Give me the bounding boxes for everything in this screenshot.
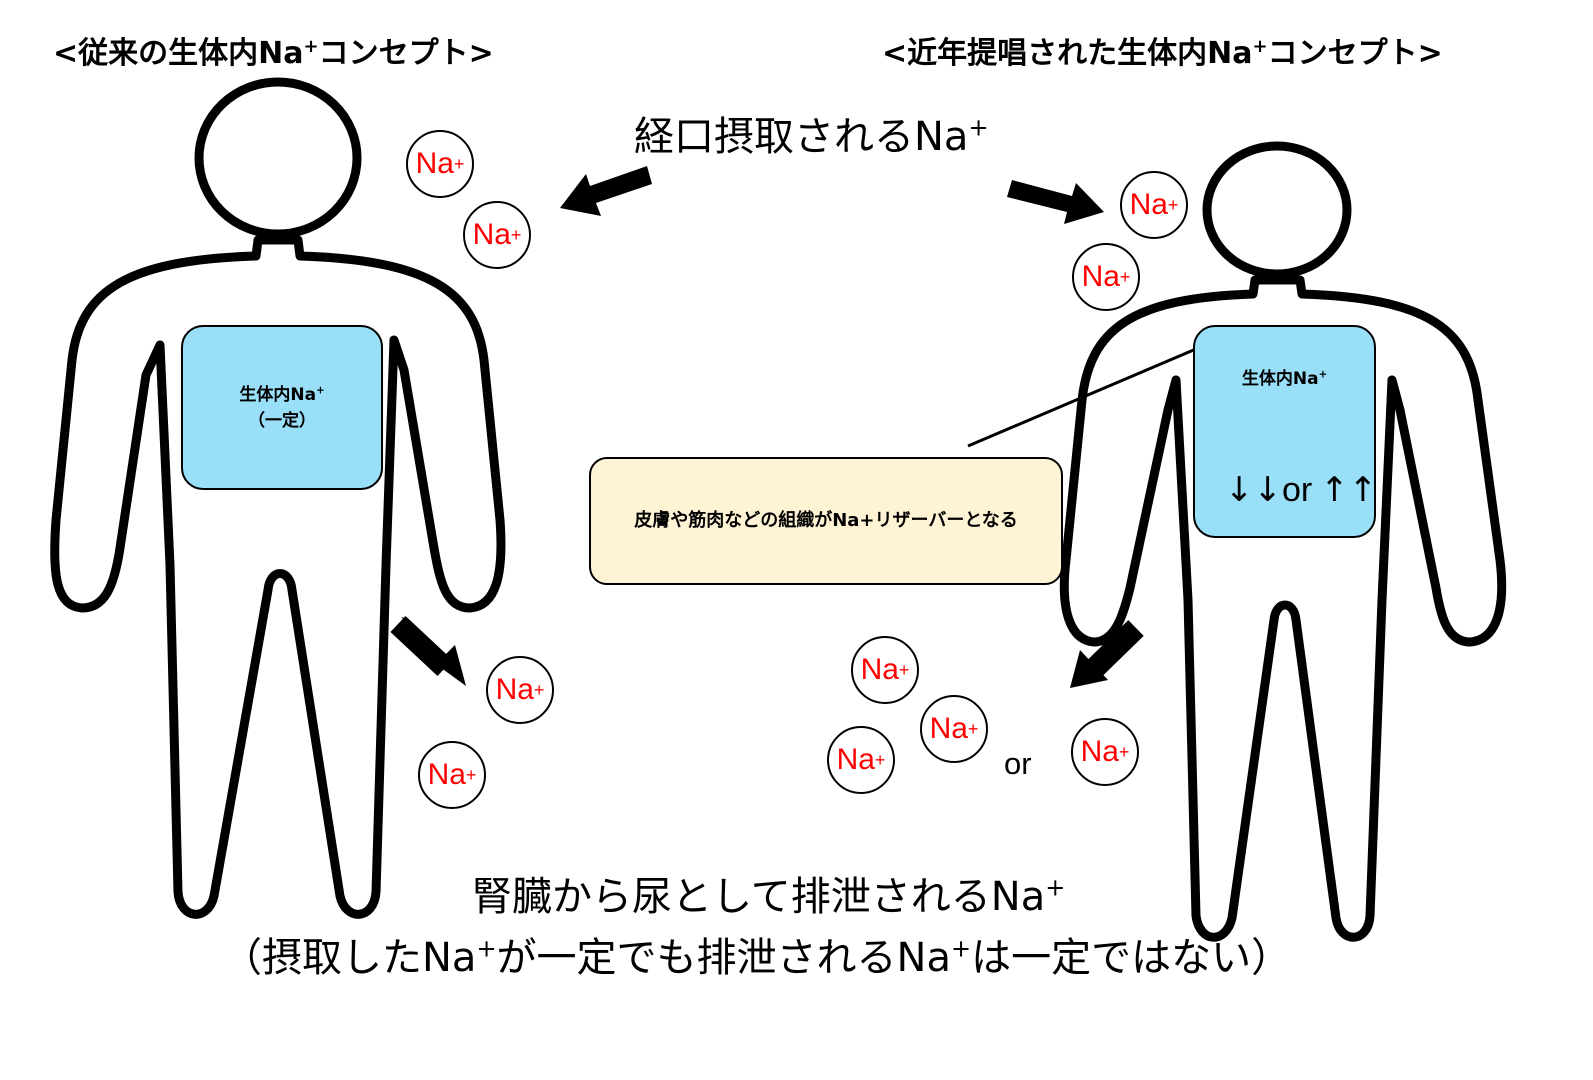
excretion-or-label: or <box>1004 746 1032 781</box>
right-pool-label: 生体内Na+ <box>1241 369 1328 389</box>
sodium-ion-intake-left-2: Na+ <box>463 201 531 269</box>
callout-line <box>967 344 1205 448</box>
down-arrows-icon: ↓↓ <box>1225 470 1282 510</box>
right-body-sodium-pool: 生体内Na+ ↓↓or↑↑ <box>1193 325 1378 538</box>
sodium-ion-excreted-right-3: Na+ <box>827 726 895 794</box>
sodium-ion-excreted-right-2: Na+ <box>920 695 988 763</box>
excretion-arrow-left-shaft <box>390 615 453 677</box>
right-heading: <近年提唱された生体内Na+コンセプト> <box>882 36 1443 71</box>
left-person-figure <box>50 77 506 919</box>
left-pool-label: 生体内Na+ （一定） <box>239 385 325 431</box>
left-body-sodium-pool: 生体内Na+ （一定） <box>181 325 383 490</box>
sodium-ion-intake-right-1: Na+ <box>1120 171 1188 239</box>
sodium-ion-intake-left-1: Na+ <box>406 130 474 198</box>
excretion-label-line1: 腎臓から尿として排泄されるNa+ <box>472 873 1066 920</box>
sodium-ion-intake-right-2: Na+ <box>1072 243 1140 311</box>
intake-arrow-left <box>560 166 652 216</box>
sodium-ion-excreted-left-2: Na+ <box>418 741 486 809</box>
excretion-arrow-left <box>401 617 466 686</box>
intake-arrow-right <box>1007 180 1104 224</box>
excretion-label-line2: （摂取したNa+が一定でも排泄されるNa+は一定ではない） <box>222 934 1292 981</box>
up-arrows-icon: ↑↑ <box>1320 470 1378 510</box>
right-pool-variation: ↓↓or↑↑ <box>1225 470 1378 510</box>
intake-label: 経口摂取されるNa+ <box>634 113 989 160</box>
sodium-ion-excreted-left-1: Na+ <box>486 656 554 724</box>
left-heading: <従来の生体内Na+コンセプト> <box>53 36 494 71</box>
reservoir-note: 皮膚や筋肉などの組織がNa+リザーバーとなる <box>589 457 1063 585</box>
sodium-ion-excreted-right-1: Na+ <box>851 636 919 704</box>
sodium-ion-excreted-right-4: Na+ <box>1071 718 1139 786</box>
excretion-arrow-right <box>1070 620 1144 688</box>
